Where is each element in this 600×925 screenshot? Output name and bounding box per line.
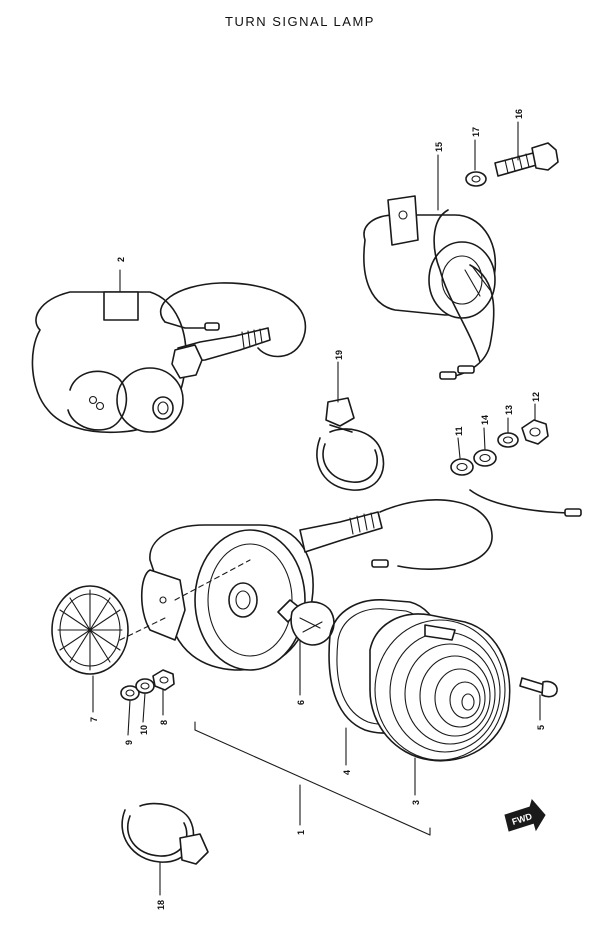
clamp-18 — [121, 802, 209, 865]
callout-17: 17 — [471, 127, 481, 137]
callout-1: 1 — [296, 830, 306, 835]
callout-leaders — [92, 121, 541, 896]
callout-9: 9 — [124, 740, 134, 745]
callout-16: 16 — [514, 109, 524, 119]
nut-8 — [152, 669, 175, 691]
callout-18: 18 — [156, 900, 166, 910]
callout-2: 2 — [116, 257, 126, 262]
callout-6: 6 — [296, 700, 306, 705]
fwd-arrow-icon: FWD — [504, 798, 546, 832]
wire-connector — [564, 508, 582, 517]
bulb-6 — [277, 599, 335, 646]
callout-3: 3 — [411, 800, 421, 805]
callout-13: 13 — [504, 405, 514, 415]
diagram-title: TURN SIGNAL LAMP — [225, 14, 375, 29]
washer-14 — [473, 449, 497, 467]
reflector-7 — [51, 585, 129, 675]
callout-11: 11 — [454, 426, 464, 436]
callout-7: 7 — [89, 717, 99, 722]
turn-signal-assembled — [31, 282, 307, 434]
washer-17 — [465, 171, 487, 187]
lens-3 — [369, 613, 511, 762]
assembly-bracket-ends — [194, 721, 431, 836]
callout-14: 14 — [480, 415, 490, 425]
screw-5 — [519, 677, 558, 698]
callouts: 2 15 17 16 19 11 14 13 12 6 7 8 10 9 4 5… — [89, 109, 546, 910]
callout-19: 19 — [334, 350, 344, 360]
assembly-bracket-line — [194, 729, 431, 836]
callout-10: 10 — [139, 725, 149, 735]
lamp-housing — [140, 499, 493, 671]
lock-washer-13 — [497, 432, 519, 448]
callout-5: 5 — [536, 725, 546, 730]
washer-10 — [135, 678, 155, 694]
flasher-relay — [363, 195, 497, 380]
callout-4: 4 — [342, 770, 352, 775]
callout-12: 12 — [531, 392, 541, 402]
callout-15: 15 — [434, 142, 444, 152]
bolt-16 — [494, 142, 559, 177]
alignment-line — [174, 559, 251, 601]
signal-wire — [469, 489, 571, 514]
callout-8: 8 — [159, 720, 169, 725]
washer-11 — [450, 458, 474, 476]
nut-12 — [521, 419, 549, 445]
clamp-19 — [316, 397, 385, 491]
